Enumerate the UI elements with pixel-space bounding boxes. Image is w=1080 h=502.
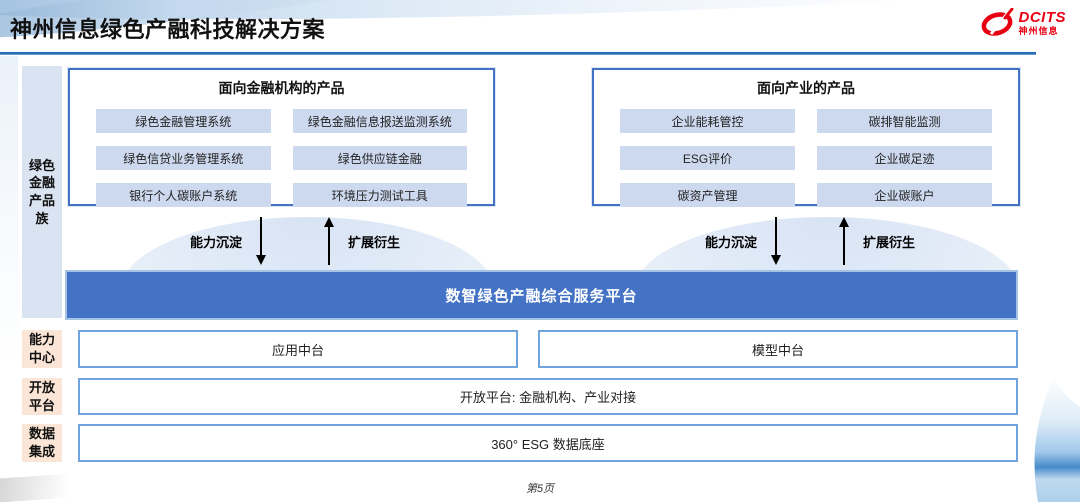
up-arrow-icon xyxy=(839,217,850,265)
platform-bar: 数智绿色产融综合服务平台 xyxy=(65,270,1018,320)
down-arrow-icon xyxy=(256,217,267,265)
logo: DCITS 神州信息 xyxy=(979,8,1067,38)
product-item: 企业碳账户 xyxy=(817,183,992,207)
flow-down-label: 能力沉淀 xyxy=(190,234,243,250)
label-green-finance-product-family: 绿色 金融 产品 族 xyxy=(22,66,62,318)
logo-brand-text: DCITS xyxy=(1018,9,1066,26)
bottom-right-ribbon-decoration xyxy=(1034,377,1080,502)
product-item: ESG评价 xyxy=(620,146,795,170)
logo-brand-cn-text: 神州信息 xyxy=(1018,26,1059,36)
dome-decoration-right xyxy=(634,211,1020,270)
label-capability-center: 能力 中心 xyxy=(22,330,62,368)
page-number: 第5页 xyxy=(525,483,555,495)
panel-industry-products: 面向产业的产品 企业能耗管控 碳排智能监测 ESG评价 企业碳足迹 碳资产管理 … xyxy=(592,68,1020,207)
box-application-middle-platform: 应用中台 xyxy=(78,330,518,368)
label-open-platform: 开放 平台 xyxy=(22,378,62,415)
dome-decoration-left xyxy=(120,211,495,270)
box-model-middle-platform: 模型中台 xyxy=(538,330,1018,368)
product-item: 绿色信贷业务管理系统 xyxy=(96,146,271,170)
panel-financial-institution-products: 面向金融机构的产品 绿色金融管理系统 绿色金融信息报送监测系统 绿色信贷业务管理… xyxy=(68,68,495,207)
flow-up-label: 扩展衍生 xyxy=(863,234,916,250)
box-esg-data-base: 360° ESG 数据底座 xyxy=(78,424,1018,462)
panel-grid: 绿色金融管理系统 绿色金融信息报送监测系统 绿色信贷业务管理系统 绿色供应链金融… xyxy=(70,98,493,207)
dcits-logo-icon xyxy=(981,8,1013,36)
product-item: 碳排智能监测 xyxy=(817,109,992,133)
product-item: 银行个人碳账户系统 xyxy=(96,183,271,207)
left-edge-decoration xyxy=(0,56,18,366)
header-rule xyxy=(0,52,1036,55)
product-item: 绿色金融信息报送监测系统 xyxy=(292,109,467,133)
product-item: 企业碳足迹 xyxy=(817,146,992,170)
flow-group-right: 能力沉淀 扩展衍生 xyxy=(705,214,915,268)
flow-group-left: 能力沉淀 扩展衍生 xyxy=(190,214,400,268)
product-item: 碳资产管理 xyxy=(620,183,795,207)
up-arrow-icon xyxy=(324,217,335,265)
down-arrow-icon xyxy=(771,217,782,265)
flow-up-label: 扩展衍生 xyxy=(348,234,401,250)
page-title: 神州信息绿色产融科技解决方案 xyxy=(10,17,326,42)
panel-title: 面向产业的产品 xyxy=(757,80,855,96)
label-data-integration: 数据 集成 xyxy=(22,424,62,462)
box-open-platform: 开放平台: 金融机构、产业对接 xyxy=(78,378,1018,415)
product-item: 企业能耗管控 xyxy=(620,109,795,133)
product-item: 绿色金融管理系统 xyxy=(96,109,271,133)
product-item: 环境压力测试工具 xyxy=(292,183,467,207)
panel-title: 面向金融机构的产品 xyxy=(218,80,345,96)
panel-grid: 企业能耗管控 碳排智能监测 ESG评价 企业碳足迹 碳资产管理 企业碳账户 xyxy=(594,98,1018,207)
product-item: 绿色供应链金融 xyxy=(292,146,467,170)
flow-down-label: 能力沉淀 xyxy=(705,234,758,250)
